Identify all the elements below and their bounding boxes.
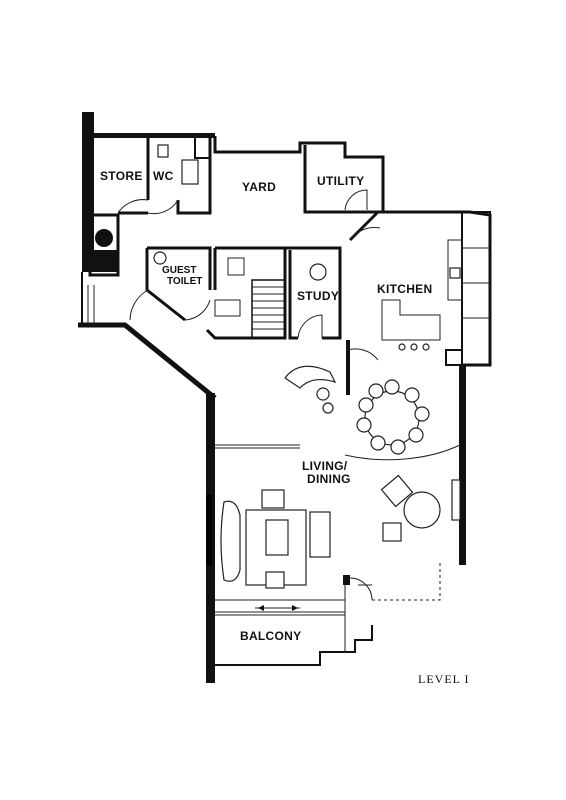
exterior-walls [78, 112, 492, 683]
label-guest: GUEST [162, 265, 196, 276]
level-label: LEVEL I [418, 672, 470, 686]
interior-walls [118, 135, 463, 449]
label-utility: UTILITY [317, 174, 364, 188]
label-dining: DINING [307, 472, 351, 486]
label-kitchen: KITCHEN [377, 282, 432, 296]
doors [117, 189, 461, 611]
room-labels: STORE WC YARD UTILITY GUEST TOILET STUDY… [100, 169, 432, 643]
label-wc: WC [153, 169, 174, 183]
label-toilet: TOILET [167, 276, 202, 287]
label-balcony: BALCONY [240, 629, 301, 643]
label-store: STORE [100, 169, 143, 183]
label-yard: YARD [242, 180, 276, 194]
label-living: LIVING/ [302, 459, 348, 473]
furniture [220, 365, 461, 601]
label-study: STUDY [297, 289, 339, 303]
